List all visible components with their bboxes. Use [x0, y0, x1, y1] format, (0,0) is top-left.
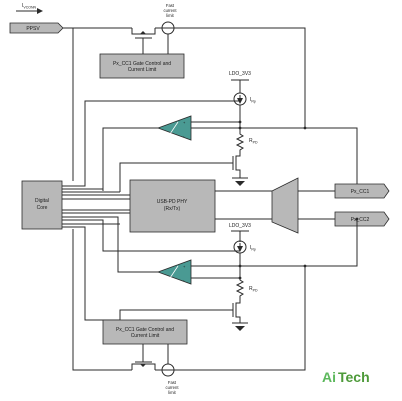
fast-limit-top-line3: limit: [166, 13, 174, 18]
svg-text:-: -: [183, 277, 185, 282]
bottom-power-switch: [131, 361, 156, 370]
aitech-logo: Ai Tech: [322, 369, 370, 385]
px-cc2-label: Px_CC2: [351, 217, 370, 223]
ppsv-label: PPSV: [26, 26, 40, 32]
digital-core-bus: [62, 100, 240, 321]
gate-control-top-line1: Px_CC1 Gate Control and: [113, 61, 171, 67]
gate-control-bottom-line1: Px_CC1 Gate Control and: [116, 327, 174, 333]
ip-bottom-label: IRp: [250, 245, 256, 252]
rpd-bottom-label: RPD: [249, 286, 258, 293]
px-cc1-port: [334, 183, 390, 199]
ivconn-label: IVCONN: [22, 3, 37, 10]
fast-limit-bottom-line3: limit: [168, 390, 176, 395]
digital-core-line1: Digital: [35, 198, 49, 204]
comparator-top: + -: [156, 115, 192, 141]
digital-core-line2: Core: [37, 205, 48, 211]
gate-control-bottom: [102, 319, 188, 345]
resistor-rpd-top: [235, 128, 245, 154]
ldo-bottom-label: LDO_3V3: [229, 223, 251, 229]
comparator-bottom: + -: [156, 259, 192, 285]
phy-line2: (Rx/Tx): [164, 206, 181, 212]
ppsv-port: [9, 22, 64, 34]
fast-limit-top-line2: current: [163, 8, 177, 13]
px-cc1-label: Px_CC1: [351, 189, 370, 195]
svg-text:Ai: Ai: [322, 369, 336, 385]
cc-mux: [271, 177, 299, 234]
resistor-rpd-bottom: [235, 266, 245, 300]
usb-pd-phy: [129, 179, 216, 233]
ip-top-label: IRp: [250, 97, 256, 104]
svg-text:+: +: [183, 264, 186, 269]
pulldown-fet-bottom: [119, 300, 248, 331]
gate-control-top: [99, 53, 185, 79]
ldo-top-label: LDO_3V3: [229, 71, 251, 77]
gate-control-top-line2: Current Limit: [128, 67, 157, 73]
top-power-switch: [131, 28, 156, 54]
rpd-top-label: RPD: [249, 138, 258, 145]
fast-limit-bottom-line2: current: [165, 385, 179, 390]
gate-control-bottom-line2: Current Limit: [131, 333, 160, 339]
px-cc2-port: [334, 211, 390, 227]
svg-text:Tech: Tech: [338, 369, 370, 385]
pulldown-fet-top: [119, 154, 248, 191]
fast-limit-top-line1: Fast: [166, 3, 175, 8]
fast-limit-bottom-line1: Fast: [168, 380, 177, 385]
digital-core: [21, 180, 63, 230]
svg-text:+: +: [183, 120, 186, 125]
svg-text:-: -: [183, 133, 185, 138]
phy-line1: USB-PD PHY: [157, 199, 188, 205]
